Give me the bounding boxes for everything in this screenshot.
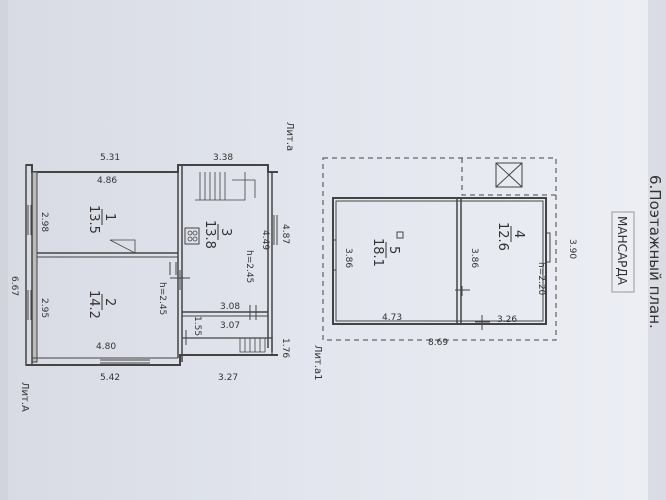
dim-room2-bottom: 4.80	[96, 342, 116, 352]
plan-subtitle: МАНСАРДА	[615, 216, 629, 286]
dim-left-total: 6.67	[9, 276, 19, 296]
dim-top-left: 5.31	[100, 153, 120, 163]
room-4-number: 4	[511, 230, 526, 238]
subtitle-box	[611, 211, 635, 293]
dim-room3-right: 4.49	[260, 230, 270, 250]
room-3-area: 13.8	[202, 220, 217, 249]
height-room3: h=2.45	[244, 250, 254, 283]
room-4-area: 12.6	[495, 222, 510, 251]
attic-height: h=2.20	[536, 262, 546, 296]
lit-a-upper-label: Лит.а	[284, 122, 295, 151]
dim-mid-right: 3.07	[220, 321, 240, 331]
dim-left-lower: 2.95	[39, 298, 49, 318]
attic-dim-total-bottom: 8.69	[428, 338, 448, 348]
dim-left-upper: 2.98	[39, 212, 49, 232]
room-1-area: 13.5	[86, 205, 101, 234]
lit-a1-label: Лит.а1	[312, 345, 323, 381]
dim-vest-left: 1.55	[192, 316, 202, 336]
attic-dim-mid: 3.86	[469, 248, 479, 268]
room-3-number: 3	[218, 228, 233, 236]
attic-dim-left: 3.86	[343, 248, 353, 268]
room-5-area: 18.1	[370, 238, 385, 267]
dim-bottom-right: 3.27	[218, 373, 238, 383]
dim-room1-top: 4.86	[97, 176, 117, 186]
attic-dim-right-total: 3.90	[567, 239, 577, 259]
room-5-number: 5	[386, 246, 401, 254]
attic-dim-room5-bottom: 4.73	[382, 313, 402, 323]
plan-title: 6.Поэтажный план.	[646, 175, 664, 329]
ground-floor-plan	[25, 164, 278, 366]
room-2-number: 2	[102, 298, 117, 306]
height-room2: h=2.45	[157, 282, 167, 315]
paper-sheet	[8, 0, 648, 500]
dim-vest-right: 1.76	[280, 338, 290, 358]
attic-floor-plan	[322, 157, 557, 341]
attic-dim-room4-bottom: 3.26	[497, 315, 517, 325]
dim-room3-bottom: 3.08	[220, 302, 240, 312]
room-2-area: 14.2	[86, 290, 101, 319]
dim-top-right: 3.38	[213, 153, 233, 163]
room-1-number: 1	[102, 213, 117, 221]
dim-room3-outer: 4.87	[280, 224, 290, 244]
dim-bottom-left: 5.42	[100, 373, 120, 383]
lit-a-lower-label: Лит.А	[19, 382, 30, 412]
